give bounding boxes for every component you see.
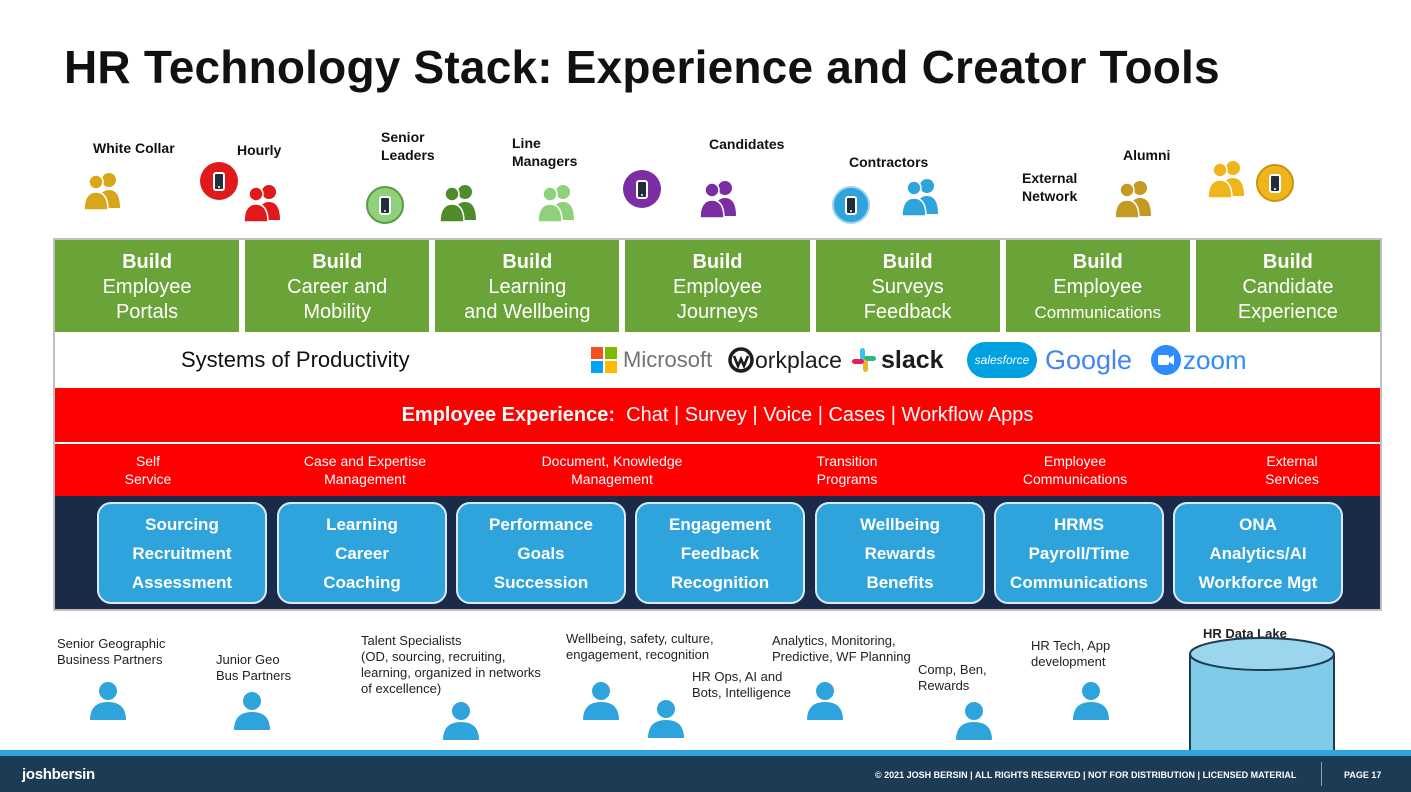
person-icon — [90, 682, 126, 720]
person-icon — [956, 702, 992, 740]
phone-icon-alumni — [1256, 164, 1294, 202]
page-number: PAGE 17 — [1344, 770, 1382, 780]
microsoft-logo: Microsoft — [591, 340, 712, 380]
person-icon — [583, 682, 619, 720]
persona-label-alumni: Alumni — [1123, 147, 1171, 163]
brand-logo: joshbersin — [22, 766, 95, 783]
microsoft-icon — [591, 347, 617, 373]
persona-label-senior-leaders: Senior Leaders — [381, 129, 435, 163]
role-analytics: Analytics, Monitoring,Predictive, WF Pla… — [772, 633, 911, 664]
person-icon — [234, 692, 270, 730]
people-icon-senior-leaders — [439, 185, 476, 222]
salesforce-logo: salesforce — [967, 340, 1037, 380]
workplace-icon — [728, 347, 754, 373]
person-icon — [807, 682, 843, 720]
role-wellbeing-safety: Wellbeing, safety, culture,engagement, r… — [566, 631, 714, 662]
persona-label-contractors: Contractors — [849, 154, 929, 170]
zoom-logo: zoom — [1151, 340, 1247, 380]
phone-icon-contractors — [832, 186, 870, 224]
slack-icon — [852, 348, 876, 372]
person-icon — [1073, 682, 1109, 720]
phone-icon-candidates — [623, 170, 661, 208]
workplace-logo: orkplace — [727, 340, 842, 380]
persona-label-line-managers: Line Managers — [512, 135, 578, 169]
persona-label-candidates: Candidates — [709, 136, 785, 152]
systems-of-productivity-label: Systems of Productivity — [181, 347, 410, 372]
role-comp-ben: Comp, Ben,Rewards — [918, 662, 987, 693]
phone-icon-hourly — [200, 162, 238, 200]
people-icon-white-collar — [83, 173, 120, 210]
person-icon — [648, 700, 684, 738]
persona-label-external-network: External Network — [1022, 170, 1078, 204]
footer-stripe — [0, 750, 1411, 756]
people-icon-hourly — [243, 185, 280, 222]
page-title: HR Technology Stack: Experience and Crea… — [64, 41, 1220, 93]
people-icon-alumni — [1207, 161, 1244, 198]
database-cylinder-icon — [1189, 637, 1335, 769]
zoom-icon — [1151, 345, 1181, 375]
persona-label-white-collar: White Collar — [93, 140, 175, 156]
footer: joshbersin © 2021 JOSH BERSIN | ALL RIGH… — [0, 756, 1411, 792]
people-icon-contractors — [901, 179, 938, 216]
footer-divider — [1321, 762, 1322, 786]
slack-logo: slack — [851, 340, 944, 380]
people-icon-line-managers — [537, 185, 574, 222]
employee-experience-row: Employee Experience: Chat | Survey | Voi… — [55, 388, 1380, 442]
phone-icon-senior-leaders — [366, 186, 404, 224]
people-icon-external-network — [1114, 181, 1151, 218]
persona-label-hourly: Hourly — [237, 142, 282, 158]
people-icon-candidates — [699, 181, 736, 218]
copyright-text: © 2021 JOSH BERSIN | ALL RIGHTS RESERVED… — [875, 770, 1297, 780]
role-talent-specialists: Talent Specialists(OD, sourcing, recruit… — [361, 633, 541, 696]
systems-of-productivity-row: Systems of Productivity Microsoft orkpla… — [55, 332, 1380, 388]
google-logo: Google — [1045, 344, 1133, 375]
person-icon — [443, 702, 479, 740]
